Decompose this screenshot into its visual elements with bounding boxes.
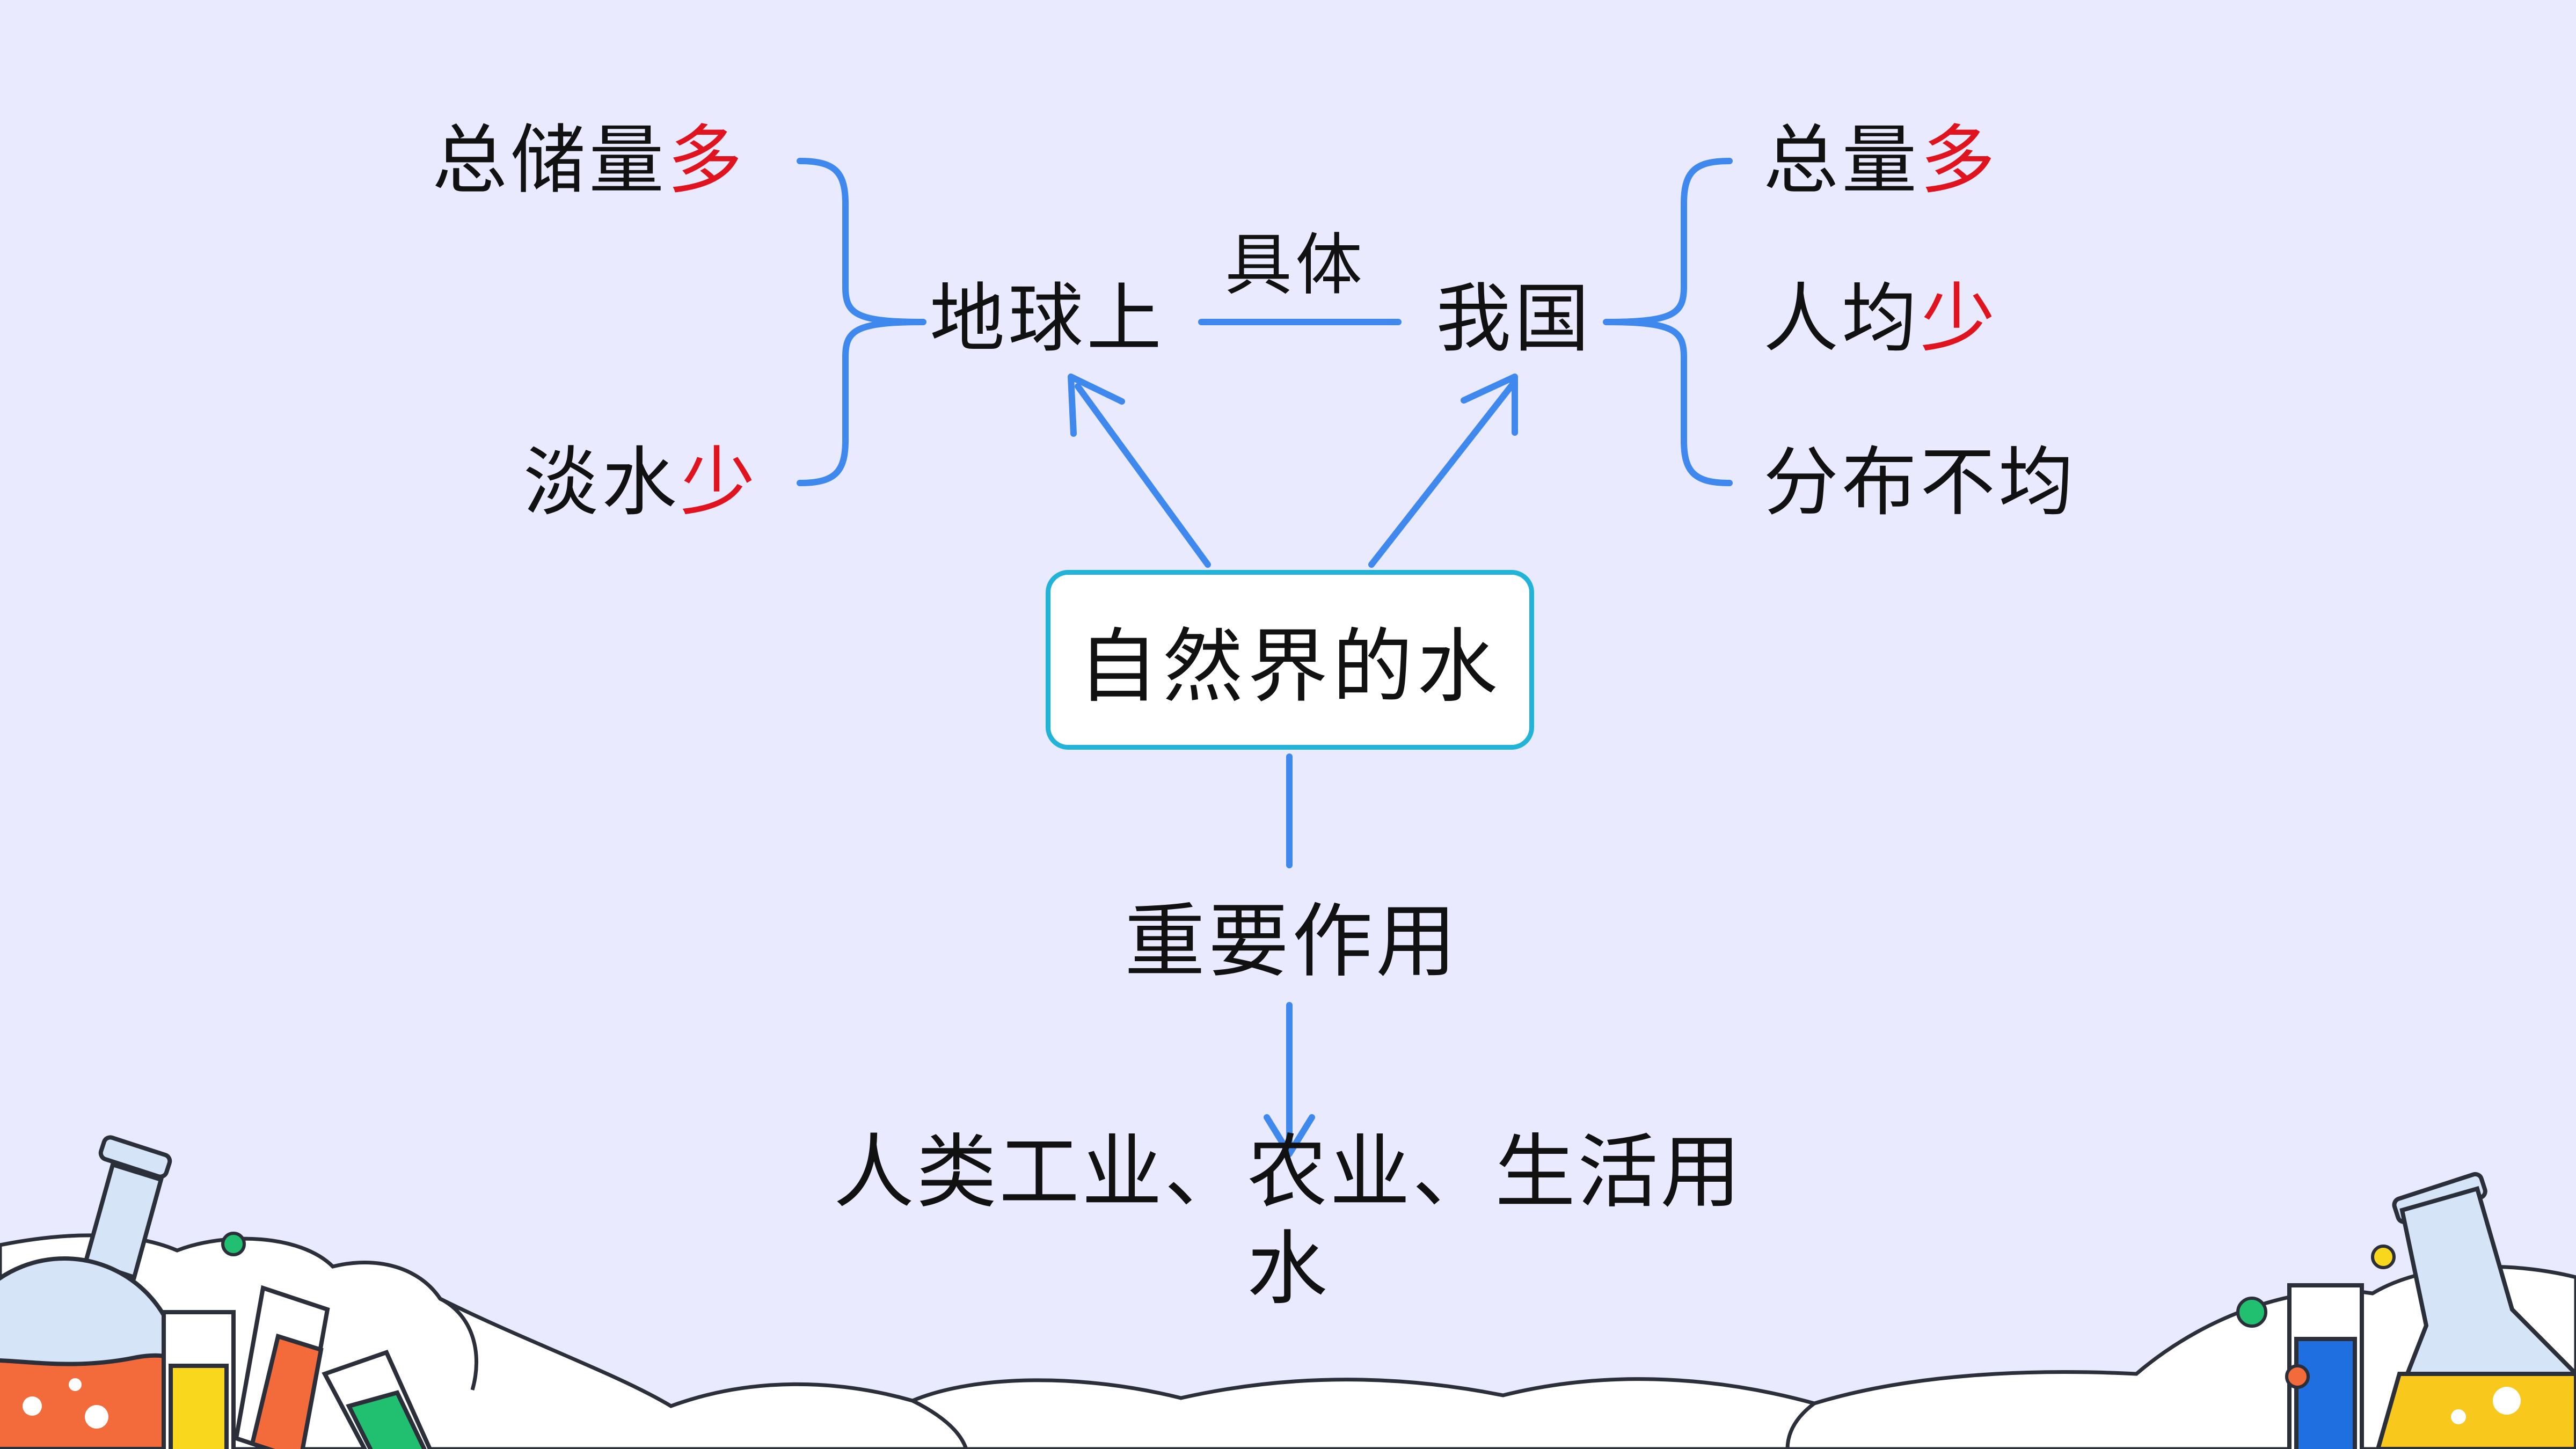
center-node: 自然界的水: [1046, 570, 1534, 750]
test-tube-yellow: [162, 1310, 236, 1449]
earth-node: 地球上: [930, 275, 1165, 363]
center-label: 自然界的水: [1077, 620, 1502, 714]
bubble-yellow-right: [2371, 1245, 2396, 1269]
role-node: 重要作用: [1125, 895, 1460, 989]
china-item-per-capita: 人均少: [1763, 275, 1999, 363]
left-brace: [797, 158, 926, 486]
bubble-green-left: [221, 1232, 246, 1256]
cloud-band: [0, 1233, 2576, 1449]
china-item-total: 总量多: [1763, 117, 1999, 204]
earth-item-total-storage: 总储量多: [432, 117, 746, 204]
bubble-green-right: [2236, 1297, 2267, 1328]
arrow-to-china-head: [1461, 374, 1518, 436]
china-node: 我国: [1436, 275, 1593, 363]
erlenmeyer-flask-right: [2375, 1172, 2576, 1449]
arrow-to-earth: [1075, 383, 1211, 568]
uses-line-1: 人类工业、农业、生活用: [833, 1126, 1743, 1219]
arrow-to-earth-head: [1068, 374, 1125, 437]
earth-item-freshwater: 淡水少: [523, 439, 759, 526]
arrow-to-uses-head: [1264, 1114, 1315, 1157]
uses-line-2: 水: [1246, 1223, 1330, 1316]
bubble-orange-right: [2285, 1364, 2310, 1389]
china-item-distribution: 分布不均: [1763, 439, 2077, 526]
arrow-to-china: [1368, 381, 1516, 568]
link-label: 具体: [1225, 226, 1366, 304]
test-tube-green: [322, 1350, 433, 1449]
right-brace: [1603, 158, 1733, 486]
uses-node: 人类工业、农业、生活用 水: [821, 1124, 1755, 1318]
test-tube-orange: [233, 1285, 330, 1449]
